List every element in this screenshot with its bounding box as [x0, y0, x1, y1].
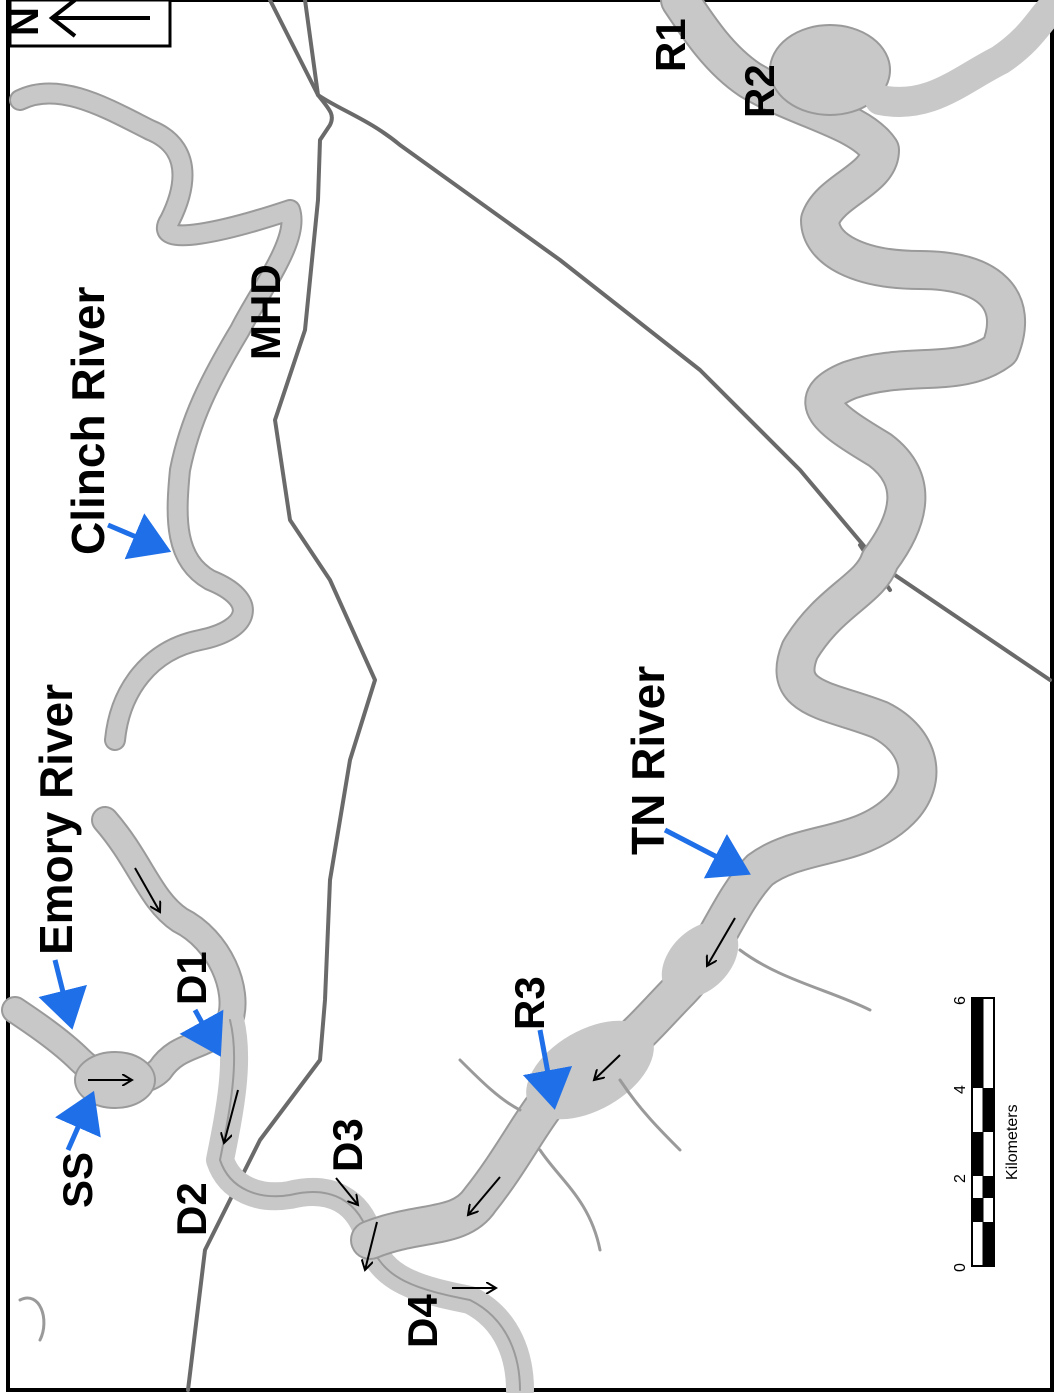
scale-bar: 0 2 4 6 Kilometers [952, 996, 1021, 1272]
scale-tick-0: 0 [952, 1263, 969, 1272]
roads [186, 0, 1052, 1392]
tributary-1 [618, 1078, 682, 1152]
clinch-pointer-arrow [107, 513, 172, 560]
clinch-river-label: Clinch River [62, 286, 114, 555]
flow-arrow-4 [335, 1177, 358, 1205]
d1-pointer-arrow [179, 1008, 224, 1057]
emory-river-label: Emory River [30, 684, 82, 955]
north-label: N [3, 7, 47, 36]
r3-pointer-arrow [522, 1029, 573, 1110]
tn-river-label: TN River [622, 666, 674, 855]
emory-pointer-arrow [38, 959, 87, 1030]
scale-unit-label: Kilometers [1004, 1104, 1021, 1180]
scale-tick-2: 2 [952, 1174, 969, 1183]
flow-arrow-1 [134, 867, 160, 912]
mhd-label: MHD [242, 264, 289, 360]
highway-road-east [316, 93, 1052, 682]
flow-arrow-8 [594, 1054, 621, 1080]
d4-label: D4 [399, 1294, 446, 1348]
upper-lake [769, 24, 891, 116]
d3-label: D3 [324, 1118, 371, 1172]
scale-tick-4: 4 [952, 1085, 969, 1094]
flow-arrow-7 [468, 1176, 501, 1215]
north-arrow [8, 0, 172, 48]
pointer-arrows [38, 513, 751, 1152]
tn-river [352, 0, 1024, 1258]
scale-tick-6: 6 [952, 996, 969, 1005]
flow-arrow-5 [365, 1221, 378, 1270]
clinch-river [11, 84, 301, 749]
flow-arrows [88, 867, 736, 1288]
r1-label: R1 [647, 18, 694, 72]
flow-arrow-3 [224, 1089, 239, 1143]
tn-pointer-arrow [663, 827, 751, 879]
tributary-3 [738, 948, 872, 1012]
ss-label: SS [54, 1152, 101, 1208]
interstate-road [186, 0, 377, 1392]
tn-widening [661, 921, 739, 999]
d2-label: D2 [168, 1182, 215, 1236]
r3-label: R3 [506, 976, 553, 1030]
flow-arrow-9 [707, 917, 736, 966]
highway-branch [303, 0, 320, 97]
tributary-5 [18, 1296, 46, 1342]
r2-label: R2 [736, 64, 783, 118]
tributary-4 [458, 1058, 522, 1112]
tn-east-branch [865, 0, 1054, 117]
ss-pointer-arrow [55, 1090, 101, 1152]
d1-label: D1 [168, 951, 215, 1005]
tributary-2 [538, 1148, 602, 1252]
map-labels: Clinch River Emory River TN River MHD SS… [30, 18, 783, 1348]
